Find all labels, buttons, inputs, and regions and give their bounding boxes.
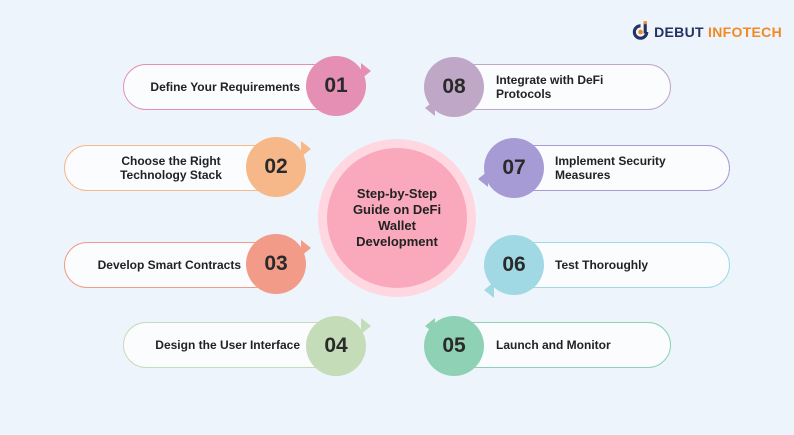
step-07-badge: 07 [484,138,544,198]
step-08-pointer [425,100,435,116]
step-04-pointer [361,318,371,334]
brand-name-part2: INFOTECH [708,24,782,40]
step-06-pointer [484,282,494,298]
step-02-badge: 02 [246,137,306,197]
step-08-number: 08 [442,75,466,98]
center-title-circle: Step-by-Step Guide on DeFi Wallet Develo… [327,148,467,288]
step-01-label: Define Your Requirements [150,80,300,94]
step-01-number: 01 [324,74,348,97]
step-03-badge: 03 [246,234,306,294]
step-03-pointer [301,240,311,256]
step-05-label: Launch and Monitor [496,338,611,352]
step-08-label: Integrate with DeFi Protocols [496,73,604,101]
step-02-pointer [301,141,311,157]
step-07-label: Implement Security Measures [555,154,666,182]
brand-name: DEBUT INFOTECH [654,24,782,40]
step-05-number: 05 [442,334,466,357]
step-05-badge: 05 [424,316,484,376]
step-03-label: Develop Smart Contracts [97,258,241,272]
brand-name-part1: DEBUT [654,24,704,40]
step-02-number: 02 [264,155,288,178]
step-06-number: 06 [502,253,526,276]
step-03-number: 03 [264,252,288,275]
step-07-number: 07 [502,156,526,179]
debut-logo-icon [632,21,649,40]
brand-logo: DEBUT INFOTECH [632,17,782,47]
step-04-label: Design the User Interface [155,338,300,352]
step-01-pointer [361,63,371,79]
step-07-pointer [478,171,488,187]
step-02-label: Choose the Right Technology Stack [120,154,222,182]
step-06-label: Test Thoroughly [555,258,649,272]
step-01-badge: 01 [306,56,366,116]
center-title: Step-by-Step Guide on DeFi Wallet Develo… [352,186,442,249]
step-06-badge: 06 [484,235,544,295]
step-04-badge: 04 [306,316,366,376]
step-08-badge: 08 [424,57,484,117]
step-04-number: 04 [324,334,348,357]
